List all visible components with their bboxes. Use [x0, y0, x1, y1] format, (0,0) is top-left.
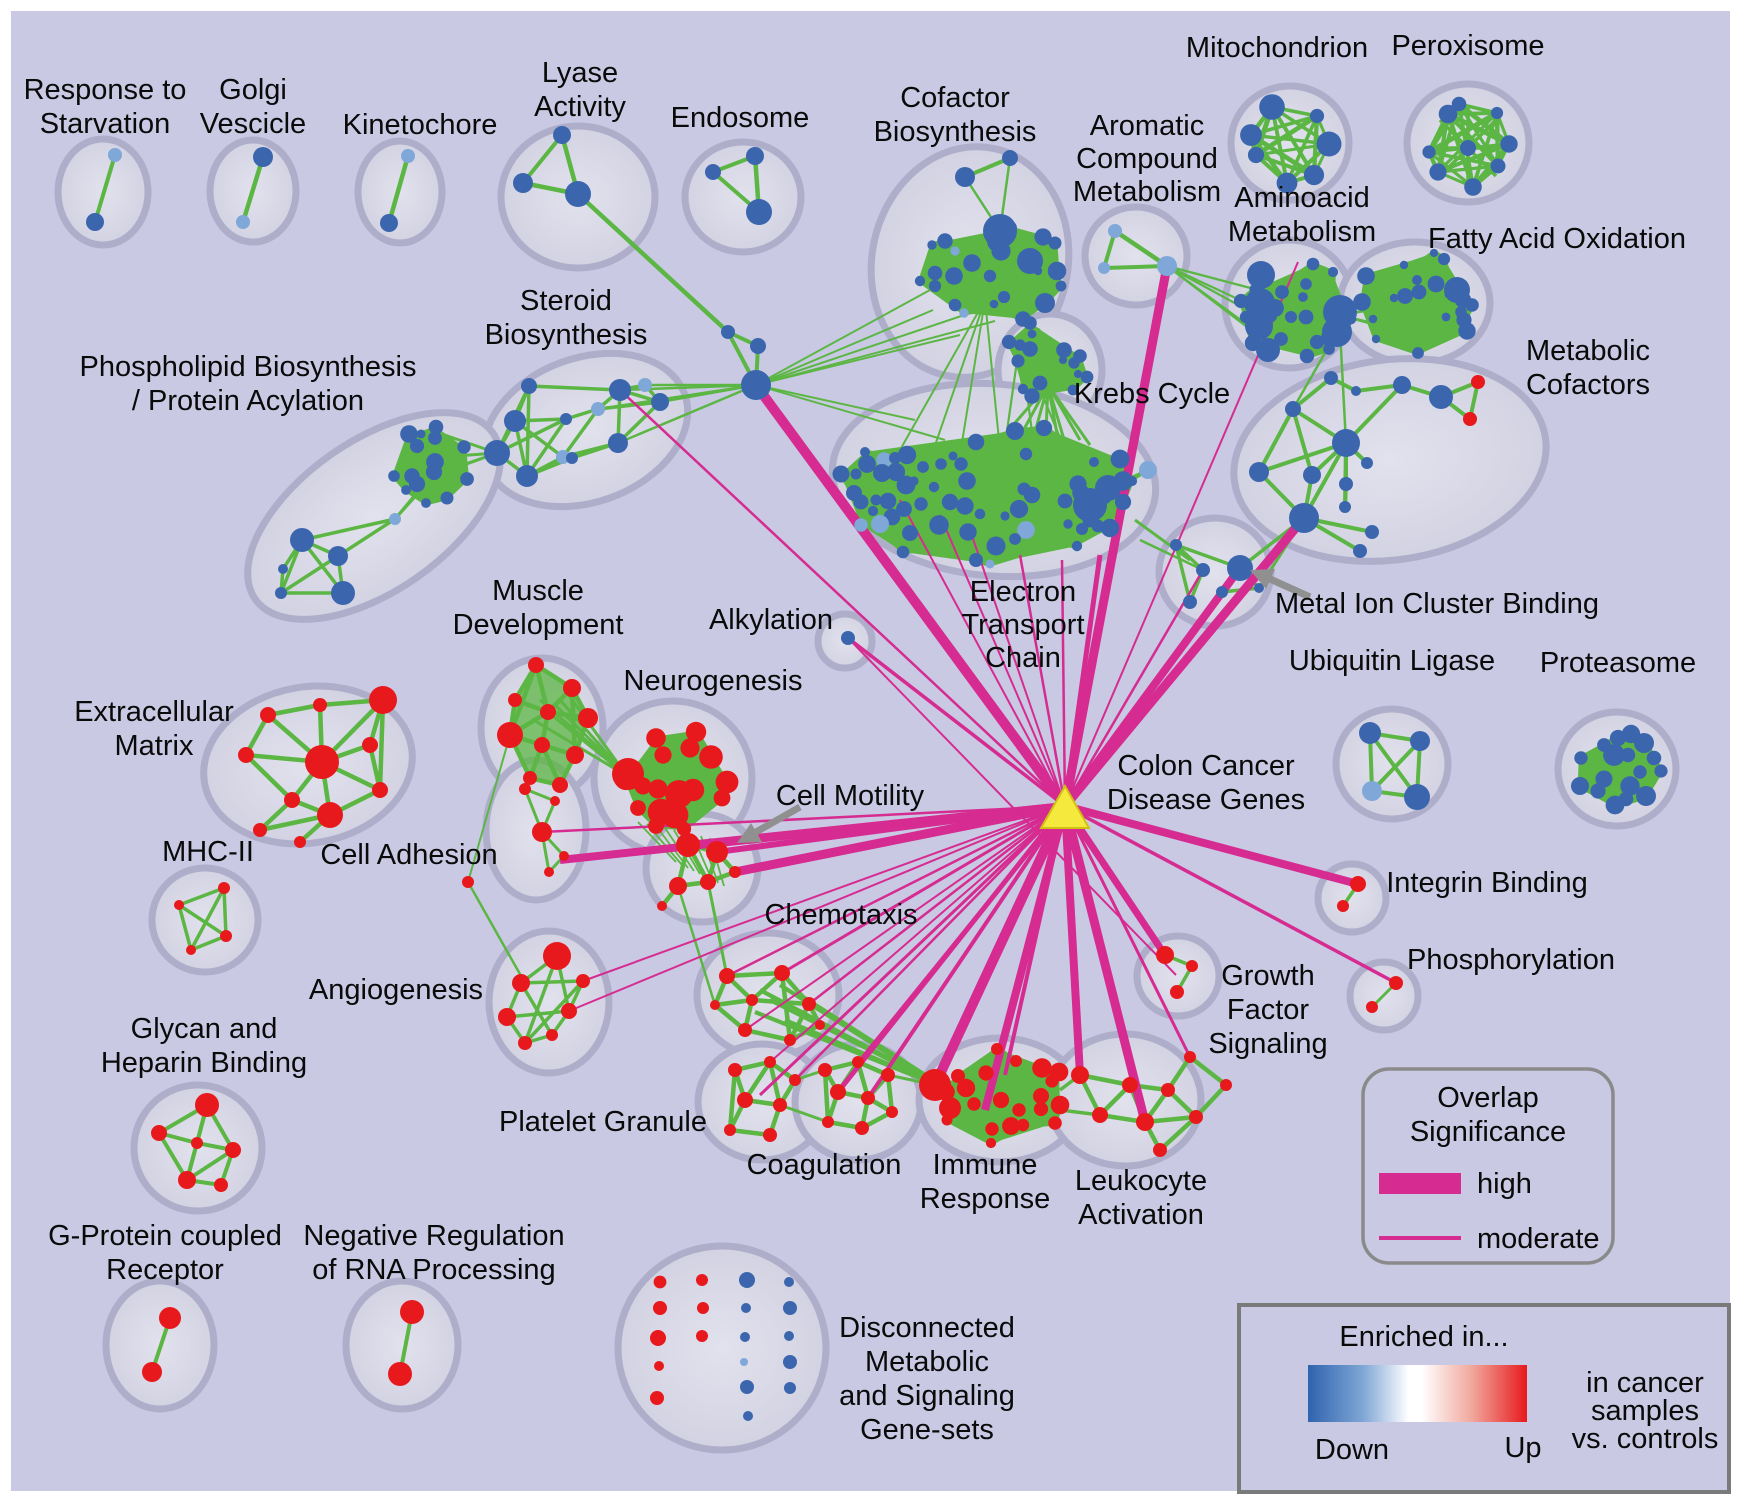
- svg-text:Cofactors: Cofactors: [1526, 369, 1650, 401]
- svg-text:Leukocyte: Leukocyte: [1075, 1165, 1207, 1197]
- svg-text:Golgi: Golgi: [219, 74, 287, 106]
- svg-text:Activity: Activity: [534, 91, 626, 123]
- svg-text:Fatty Acid Oxidation: Fatty Acid Oxidation: [1428, 223, 1686, 255]
- svg-text:Matrix: Matrix: [115, 730, 194, 762]
- svg-text:Metal Ion Cluster Binding: Metal Ion Cluster Binding: [1275, 588, 1599, 620]
- svg-text:Response to: Response to: [24, 74, 187, 106]
- svg-text:Enriched in...: Enriched in...: [1339, 1321, 1508, 1353]
- svg-text:vs. controls: vs. controls: [1572, 1423, 1719, 1455]
- svg-text:Peroxisome: Peroxisome: [1391, 30, 1544, 62]
- svg-text:Alkylation: Alkylation: [709, 604, 833, 636]
- svg-text:Metabolism: Metabolism: [1228, 216, 1376, 248]
- svg-text:Metabolism: Metabolism: [1073, 176, 1221, 208]
- svg-text:Biosynthesis: Biosynthesis: [485, 319, 648, 351]
- svg-text:of RNA Processing: of RNA Processing: [312, 1254, 555, 1286]
- svg-text:Kinetochore: Kinetochore: [343, 109, 498, 141]
- svg-text:Integrin Binding: Integrin Binding: [1386, 867, 1588, 899]
- svg-text:Response: Response: [920, 1183, 1051, 1215]
- svg-text:Phospholipid Biosynthesis: Phospholipid Biosynthesis: [80, 351, 417, 383]
- svg-text:Endosome: Endosome: [671, 102, 810, 134]
- svg-text:/ Protein Acylation: / Protein Acylation: [132, 385, 364, 417]
- svg-text:Negative Regulation: Negative Regulation: [303, 1220, 564, 1252]
- svg-text:Signaling: Signaling: [1208, 1028, 1327, 1060]
- svg-text:Compound: Compound: [1076, 143, 1218, 175]
- svg-text:Gene-sets: Gene-sets: [860, 1414, 994, 1446]
- svg-text:Extracellular: Extracellular: [74, 696, 234, 728]
- svg-text:Growth: Growth: [1221, 960, 1314, 992]
- svg-text:Immune: Immune: [933, 1149, 1038, 1181]
- svg-text:and Signaling: and Signaling: [839, 1380, 1015, 1412]
- svg-text:Aromatic: Aromatic: [1090, 110, 1204, 142]
- svg-text:Chemotaxis: Chemotaxis: [764, 899, 917, 931]
- svg-text:Mitochondrion: Mitochondrion: [1186, 32, 1368, 64]
- svg-text:Cofactor: Cofactor: [900, 82, 1010, 114]
- svg-text:Cell Motility: Cell Motility: [776, 780, 925, 812]
- svg-text:Colon Cancer: Colon Cancer: [1117, 750, 1295, 782]
- svg-text:Steroid: Steroid: [520, 285, 612, 317]
- svg-text:Starvation: Starvation: [40, 108, 171, 140]
- svg-text:G-Protein coupled: G-Protein coupled: [48, 1220, 282, 1252]
- svg-text:Angiogenesis: Angiogenesis: [309, 974, 483, 1006]
- svg-text:Heparin Binding: Heparin Binding: [101, 1047, 307, 1079]
- svg-text:Significance: Significance: [1410, 1116, 1566, 1148]
- svg-text:Disease Genes: Disease Genes: [1107, 784, 1305, 816]
- svg-text:Electron: Electron: [970, 576, 1076, 608]
- svg-text:Metabolic: Metabolic: [1526, 335, 1650, 367]
- svg-text:Factor: Factor: [1227, 994, 1310, 1026]
- svg-text:Phosphorylation: Phosphorylation: [1407, 944, 1615, 976]
- svg-text:Proteasome: Proteasome: [1540, 647, 1696, 679]
- svg-text:Krebs Cycle: Krebs Cycle: [1074, 378, 1230, 410]
- svg-text:Vescicle: Vescicle: [200, 108, 306, 140]
- svg-text:Activation: Activation: [1078, 1199, 1204, 1231]
- svg-text:Neurogenesis: Neurogenesis: [624, 665, 803, 697]
- svg-text:Ubiquitin Ligase: Ubiquitin Ligase: [1289, 645, 1495, 677]
- svg-text:Aminoacid: Aminoacid: [1234, 182, 1369, 214]
- svg-text:MHC-II: MHC-II: [162, 836, 254, 868]
- svg-text:moderate: moderate: [1477, 1223, 1600, 1255]
- svg-text:Metabolic: Metabolic: [865, 1346, 989, 1378]
- svg-text:Disconnected: Disconnected: [839, 1312, 1015, 1344]
- svg-text:Coagulation: Coagulation: [747, 1149, 902, 1181]
- svg-text:Development: Development: [453, 609, 624, 641]
- svg-text:Muscle: Muscle: [492, 575, 584, 607]
- svg-text:Overlap: Overlap: [1437, 1082, 1539, 1114]
- svg-text:Glycan and: Glycan and: [131, 1013, 278, 1045]
- svg-text:in cancer: in cancer: [1586, 1367, 1704, 1399]
- svg-text:Transport: Transport: [961, 609, 1084, 641]
- svg-text:Biosynthesis: Biosynthesis: [874, 116, 1037, 148]
- svg-text:Chain: Chain: [985, 642, 1061, 674]
- svg-text:Platelet Granule: Platelet Granule: [499, 1106, 707, 1138]
- svg-text:Down: Down: [1315, 1434, 1389, 1466]
- svg-text:samples: samples: [1591, 1395, 1699, 1427]
- svg-text:high: high: [1477, 1168, 1532, 1200]
- svg-text:Lyase: Lyase: [542, 57, 618, 89]
- svg-text:Cell Adhesion: Cell Adhesion: [320, 839, 497, 871]
- svg-text:Up: Up: [1504, 1432, 1541, 1464]
- svg-text:Receptor: Receptor: [106, 1254, 224, 1286]
